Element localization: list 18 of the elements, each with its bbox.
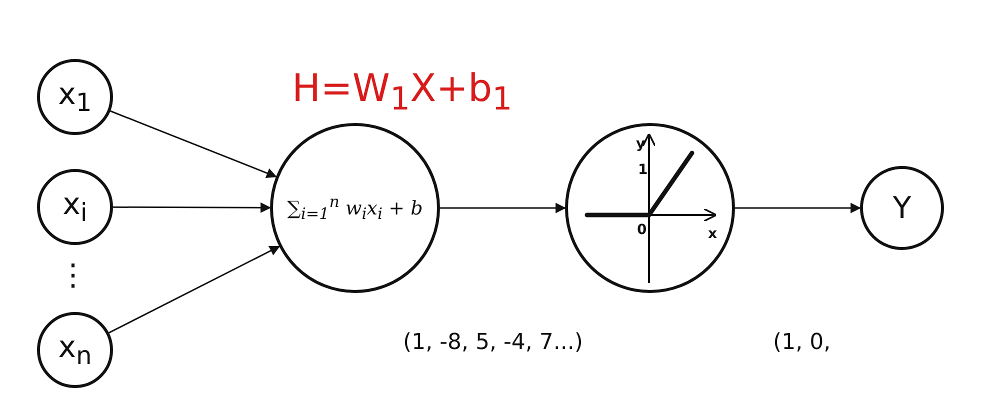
- axis-label: x: [708, 226, 718, 242]
- node-label: x$_{1}$: [58, 77, 92, 117]
- equation-label: H=W$_{1}$X+b$_{1}$: [292, 66, 512, 118]
- value-list: (1, -8, 5, -4, 7...): [403, 330, 583, 355]
- node-label: x$_{i}$: [62, 187, 88, 227]
- arrow: [108, 246, 280, 334]
- node-label: Y: [892, 190, 912, 226]
- arrow: [735, 202, 862, 214]
- axis-label: y: [636, 136, 646, 152]
- axis-label: 1: [638, 162, 648, 178]
- arrow: [110, 110, 277, 178]
- value-list: (1, 0,: [773, 330, 831, 355]
- arrow: [113, 202, 272, 213]
- arrow: [440, 202, 566, 214]
- axis-label: 0: [637, 222, 647, 238]
- node-label: x$_{n}$: [58, 330, 92, 370]
- ellipsis: ⋮: [58, 258, 88, 293]
- formula: ∑$_{i=1}$$^{n}$ w$_{i}$x$_{i}$ + b: [287, 192, 423, 224]
